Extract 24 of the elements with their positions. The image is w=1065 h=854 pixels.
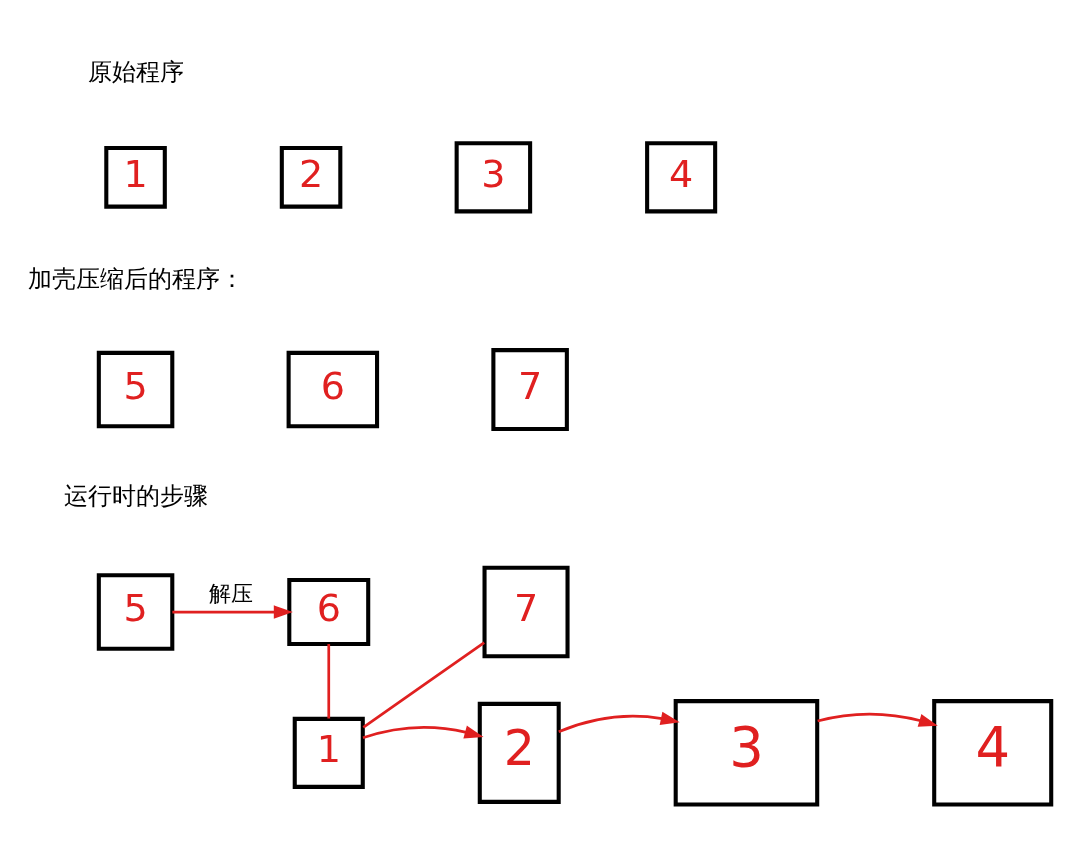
- node-box: 5: [96, 573, 175, 651]
- node-box: 3: [454, 141, 533, 214]
- node-box: 4: [932, 699, 1054, 807]
- arrow: [558, 711, 680, 733]
- node-box: 3: [673, 699, 820, 807]
- label: 原始程序: [87, 56, 184, 86]
- node-box: 1: [292, 716, 365, 789]
- edge-label: 解压: [208, 580, 253, 606]
- connector: [327, 644, 331, 719]
- arrow: [817, 712, 938, 727]
- node-box: 7: [491, 348, 569, 432]
- node-box: 4: [645, 141, 718, 214]
- arrow: [362, 725, 484, 740]
- arrow: [172, 605, 293, 619]
- node-box: 1: [104, 146, 167, 209]
- node-box: 7: [482, 565, 570, 659]
- connector: [362, 641, 485, 729]
- node-box: 6: [287, 578, 371, 647]
- label: 加壳压缩后的程序：: [27, 263, 244, 293]
- node-box: 2: [477, 701, 561, 804]
- label: 运行时的步骤: [63, 481, 208, 511]
- node-box: 2: [279, 146, 343, 209]
- node-box: 6: [286, 350, 380, 429]
- node-box: 5: [96, 350, 175, 429]
